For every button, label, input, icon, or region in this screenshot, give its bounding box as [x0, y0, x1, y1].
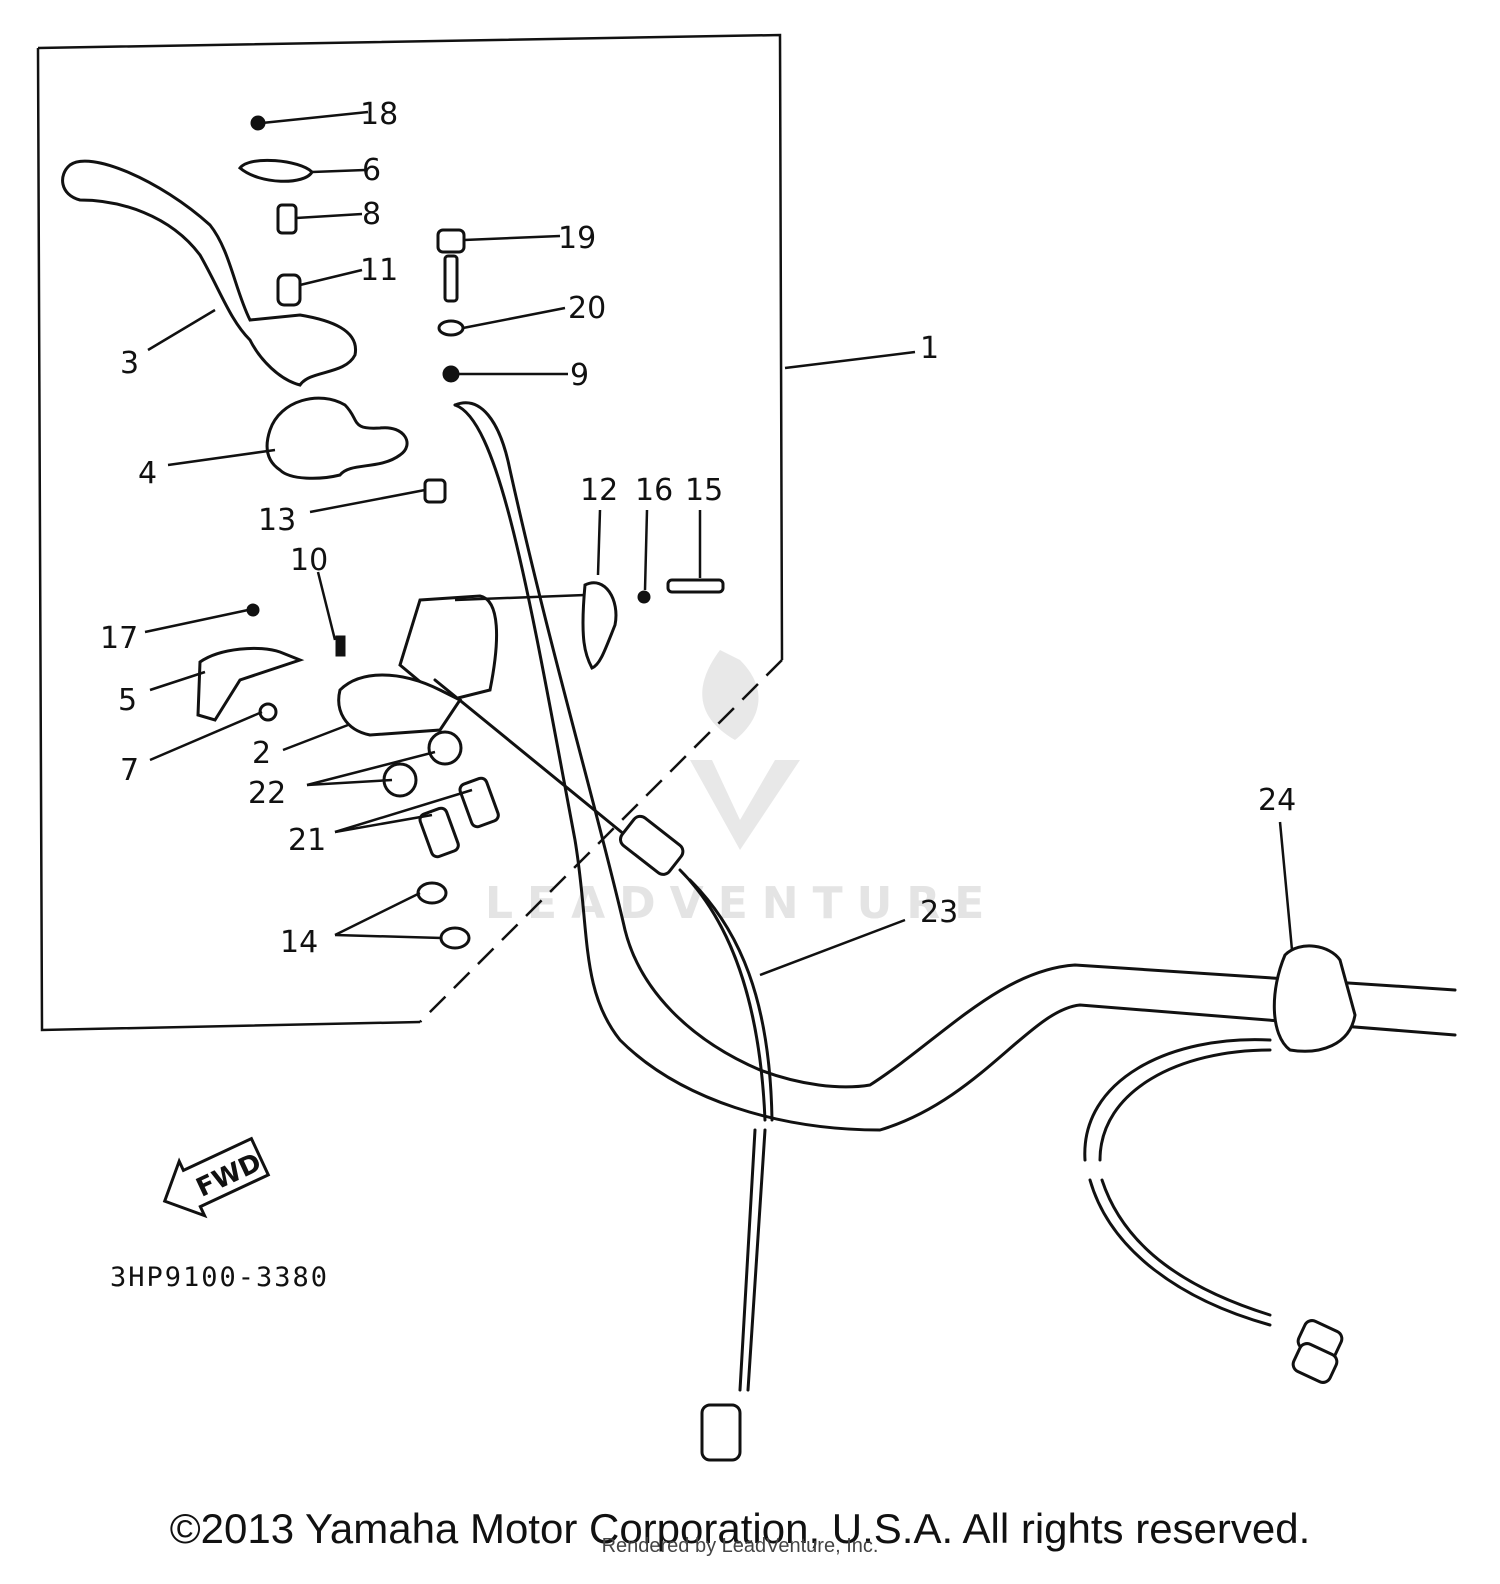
callout-4: 4: [138, 456, 157, 491]
lever-bracket-assembly: [196, 581, 618, 737]
watermark-logo: LEADVENTURE: [485, 650, 984, 929]
callout-21: 21: [288, 823, 326, 858]
callout-2: 2: [252, 736, 271, 771]
callout-20: 20: [568, 291, 606, 326]
callout-24: 24: [1258, 783, 1296, 818]
callout-15: 15: [685, 473, 723, 508]
callout-13: 13: [258, 503, 296, 538]
copyright-notice: ©2013 Yamaha Motor Corporation, U.S.A. A…: [169, 1505, 1311, 1552]
lever-holder-plate: [265, 396, 409, 480]
callout-7: 7: [120, 753, 139, 788]
callout-9: 9: [570, 358, 589, 393]
fwd-arrow: FWD: [162, 1136, 271, 1219]
callout-1: 1: [920, 331, 939, 366]
handlebar-switch: [1083, 944, 1357, 1384]
assembly-boundary: [36, 33, 784, 1032]
clutch-lever: [61, 159, 357, 387]
callout-3: 3: [120, 346, 139, 381]
diagram-part-code: 3HP9100-3380: [110, 1262, 330, 1293]
callout-18: 18: [360, 97, 398, 132]
callout-12: 12: [580, 473, 618, 508]
callout-11: 11: [360, 253, 398, 288]
callout-10: 10: [290, 543, 328, 578]
callout-8: 8: [362, 197, 381, 232]
callout-labels: 18 6 8 11 19 20 9 1 3 4 13 10 12 16 15 1…: [100, 97, 1296, 960]
callout-16: 16: [635, 473, 673, 508]
switch-cable: [433, 678, 774, 1462]
callout-19: 19: [558, 221, 596, 256]
callout-14: 14: [280, 925, 318, 960]
callout-17: 17: [100, 621, 138, 656]
callout-23: 23: [920, 895, 958, 930]
callout-22: 22: [248, 776, 286, 811]
handlebar: [453, 401, 1457, 1132]
callout-6: 6: [362, 153, 381, 188]
rendered-by-notice: Rendered by LeadVenture, Inc.: [601, 1535, 879, 1557]
leader-lines: [144, 110, 1294, 977]
callout-5: 5: [118, 683, 137, 718]
